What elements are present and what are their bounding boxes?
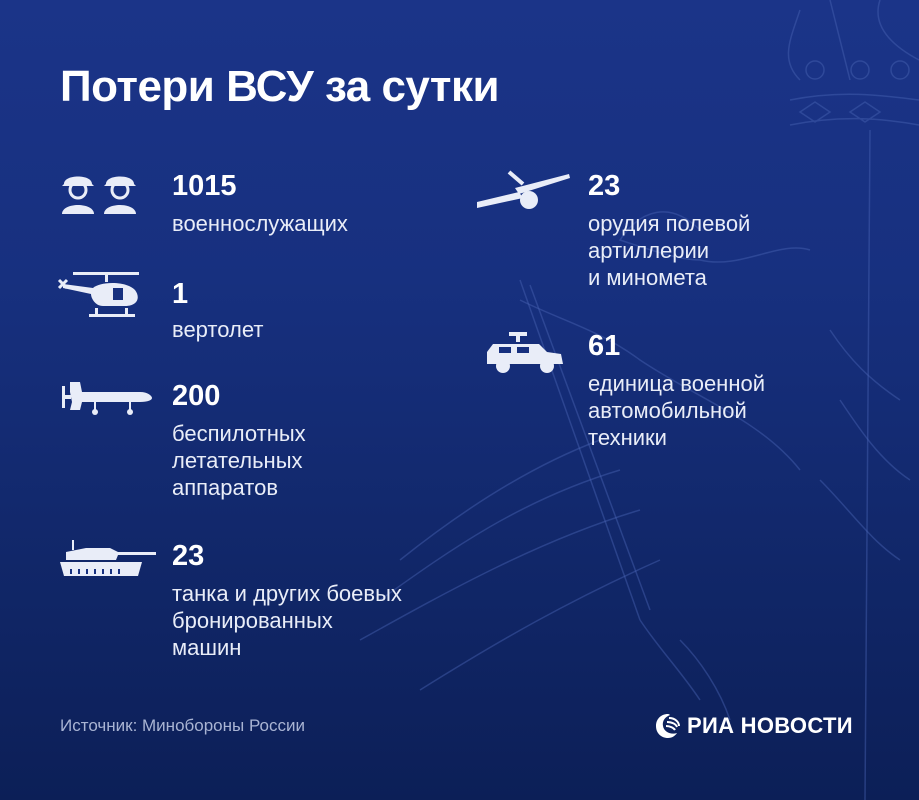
stat-vehicles: 61 единица военной автомобильной техники bbox=[485, 328, 865, 458]
tank-icon bbox=[60, 540, 156, 576]
stat-value: 23 bbox=[588, 170, 621, 202]
stat-value: 1015 bbox=[172, 170, 237, 202]
stat-label: военнослужащих bbox=[172, 211, 348, 236]
stat-soldiers: 1015 военнослужащих bbox=[60, 168, 460, 248]
stat-value: 23 bbox=[172, 540, 205, 572]
helicopter-icon bbox=[57, 272, 139, 317]
globe-logo-icon bbox=[656, 714, 680, 738]
military-vehicle-icon bbox=[487, 332, 563, 373]
stat-label: вертолет bbox=[172, 317, 264, 342]
stat-value: 200 bbox=[172, 380, 221, 412]
soldiers-icon bbox=[62, 176, 136, 214]
stat-tanks: 23 танка и других боевых бронированных м… bbox=[60, 538, 480, 668]
stat-artillery: 23 орудия полевой артиллерии и миномета bbox=[475, 168, 855, 298]
logo-text: РИА НОВОСТИ bbox=[687, 713, 853, 738]
page-title: Потери ВСУ за сутки bbox=[60, 62, 500, 111]
stat-label: орудия полевой артиллерии и миномета bbox=[588, 211, 751, 290]
ria-novosti-logo: РИА НОВОСТИ bbox=[655, 713, 853, 739]
stat-label: беспилотных летательных аппаратов bbox=[172, 421, 306, 500]
source-caption: Источник: Минобороны России bbox=[60, 716, 305, 735]
stat-drones: 200 беспилотных летательных аппаратов bbox=[60, 378, 460, 508]
artillery-icon bbox=[477, 170, 570, 209]
stat-value: 1 bbox=[172, 278, 189, 310]
stat-value: 61 bbox=[588, 330, 621, 362]
stat-label: единица военной автомобильной техники bbox=[588, 371, 765, 450]
drone-icon bbox=[62, 382, 152, 415]
stat-helicopter: 1 вертолет bbox=[55, 270, 455, 350]
stat-label: танка и других боевых бронированных маши… bbox=[172, 581, 402, 660]
